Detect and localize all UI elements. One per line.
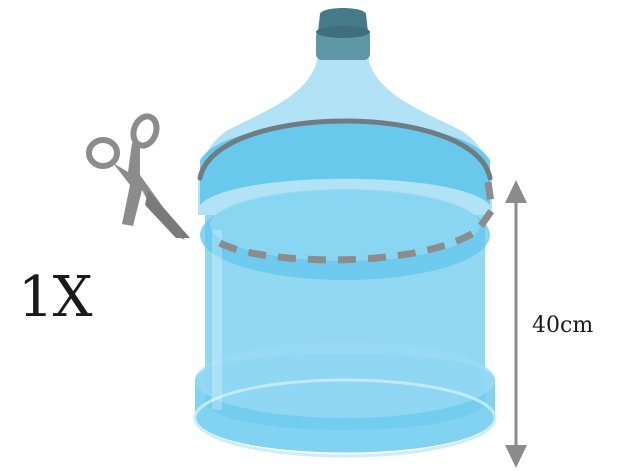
bottle-rib-upper-inner [210,189,480,261]
bottle-upper-band [200,122,490,205]
double-arrow-icon [505,180,527,468]
bottle-cap-rim [316,26,370,38]
bottle-neck [316,30,370,60]
bottle-glare [212,230,222,410]
height-label: 40cm [532,313,594,338]
water-bottle [193,8,497,458]
bottle-base-highlight [193,378,497,458]
bottle-rim-line [197,118,493,181]
quantity-label: 1X [18,265,92,330]
bottle-cap [318,8,368,32]
scissors-icon [86,113,190,240]
